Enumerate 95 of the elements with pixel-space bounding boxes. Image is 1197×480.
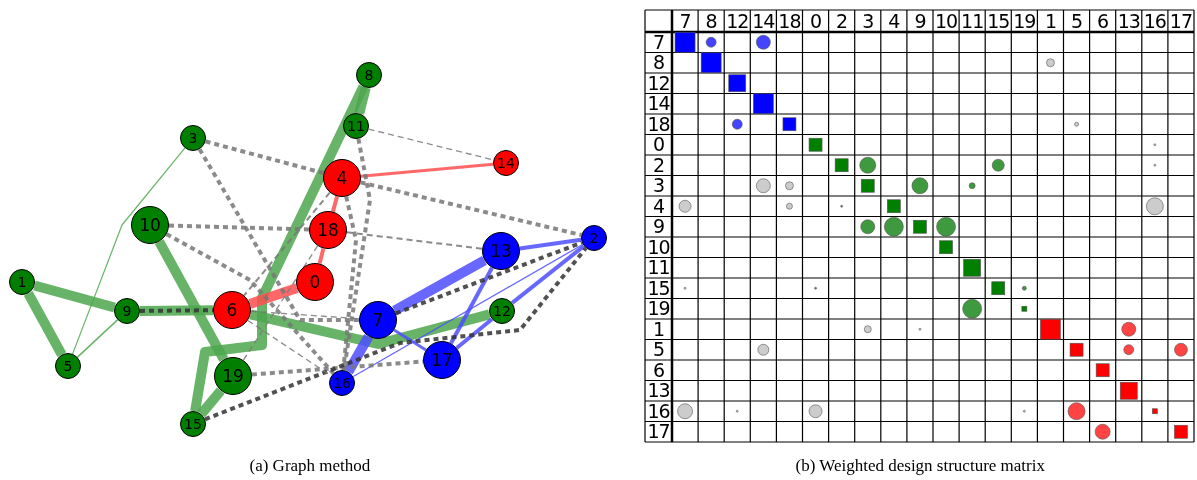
graph-node-circle: 2 [581, 225, 607, 251]
edge-line [449, 266, 494, 345]
row-header: 5 [651, 339, 666, 360]
edge-line [392, 255, 487, 316]
row-header: 8 [651, 52, 666, 73]
edge-line [190, 84, 368, 413]
graph-node-circle: 8 [356, 62, 382, 88]
graph-node-circle: 16 [329, 370, 355, 396]
row-header: 3 [651, 175, 666, 196]
edge-line [76, 319, 119, 358]
edge-line [510, 244, 586, 305]
row-header: 11 [646, 257, 671, 278]
column-header: 12 [725, 10, 750, 32]
row-header: 1 [651, 319, 666, 340]
dashed-edge-line [197, 148, 359, 322]
row-header: 14 [646, 93, 671, 114]
dashed-edge-line [242, 245, 319, 361]
column-header: 3 [861, 10, 875, 32]
dashed-edge-line [165, 232, 335, 375]
column-header: 16 [1142, 10, 1167, 32]
edge-line [249, 309, 491, 349]
graph-node-circle: 17 [423, 341, 461, 379]
graph-node-circle: 11 [343, 113, 369, 139]
column-header: 14 [751, 10, 776, 32]
graph-node-circle: 14 [493, 150, 519, 176]
edge-line [317, 247, 326, 265]
column-header: 7 [678, 10, 692, 32]
graph-node-circle: 3 [180, 125, 206, 151]
graph-node-circle: 18 [309, 211, 347, 249]
graph-node-circle: 7 [359, 301, 397, 339]
row-header: 10 [646, 237, 671, 258]
graph-node-circle: 5 [55, 353, 81, 379]
edge-line [23, 291, 67, 357]
column-header: 1 [1043, 10, 1057, 32]
row-header: 13 [646, 380, 671, 401]
edge-line [197, 387, 225, 418]
edge-line [33, 280, 116, 313]
dashed-edge-line [250, 310, 360, 320]
graph-node-circle: 19 [214, 357, 252, 395]
graph-node-circle: 13 [482, 232, 520, 270]
dashed-edge-line [360, 180, 582, 237]
dashed-edge-line [204, 246, 588, 422]
row-header: 0 [651, 134, 666, 155]
row-header: 12 [646, 73, 671, 94]
graph-node-circle: 15 [180, 411, 206, 437]
column-header: 13 [1116, 10, 1141, 32]
graph-node-circle: 12 [489, 298, 515, 324]
column-header: 17 [1168, 10, 1194, 32]
edge-line [248, 283, 299, 309]
row-header: 18 [646, 114, 671, 135]
graph-node-circle: 1 [9, 269, 35, 295]
row-header: 6 [651, 360, 666, 381]
dashed-edge-line [168, 223, 310, 232]
edge-line [154, 239, 229, 362]
column-header: 9 [913, 10, 927, 32]
row-header: 2 [651, 155, 666, 176]
dashed-edge-line [395, 240, 583, 316]
edge-line [344, 334, 373, 375]
row-header: 9 [651, 216, 666, 237]
column-header: 4 [887, 10, 901, 32]
figure-caption: (b) Weighted design structure matrix [795, 456, 1045, 476]
edge-line [72, 147, 186, 355]
dashed-edge-line [345, 231, 484, 250]
graph-node-circle: 10 [131, 206, 169, 244]
figure-caption: (a) Graph method [249, 456, 371, 476]
column-header: 8 [704, 10, 718, 32]
row-header: 4 [651, 196, 666, 217]
graph-node-circle: 9 [114, 298, 140, 324]
edge-line [393, 328, 427, 352]
graph-node-circle: 6 [213, 291, 251, 329]
dashed-edge-line [341, 196, 358, 371]
edge-line [330, 195, 340, 213]
column-header: 0 [809, 10, 823, 32]
row-header: 19 [646, 298, 671, 319]
edge-line [354, 86, 371, 115]
edge-line [519, 237, 582, 251]
row-header: 17 [646, 421, 671, 442]
column-header: 10 [933, 10, 959, 32]
dashed-edge-line [205, 139, 325, 176]
column-header: 5 [1070, 10, 1084, 32]
row-header: 16 [646, 401, 671, 422]
dashed-edge-line [243, 191, 331, 297]
edge-line [455, 317, 494, 350]
column-header: 18 [777, 10, 802, 32]
graph-node-circle: 0 [296, 263, 334, 301]
edge-line [360, 162, 494, 178]
edge-line [352, 243, 584, 378]
column-header: 19 [1012, 10, 1037, 32]
graph-node-circle: 4 [323, 159, 361, 197]
column-header: 11 [960, 10, 985, 32]
column-header: 15 [986, 10, 1011, 32]
column-header: 6 [1096, 10, 1110, 32]
row-header: 7 [651, 32, 666, 53]
row-header: 15 [646, 278, 671, 299]
column-header: 2 [835, 10, 849, 32]
